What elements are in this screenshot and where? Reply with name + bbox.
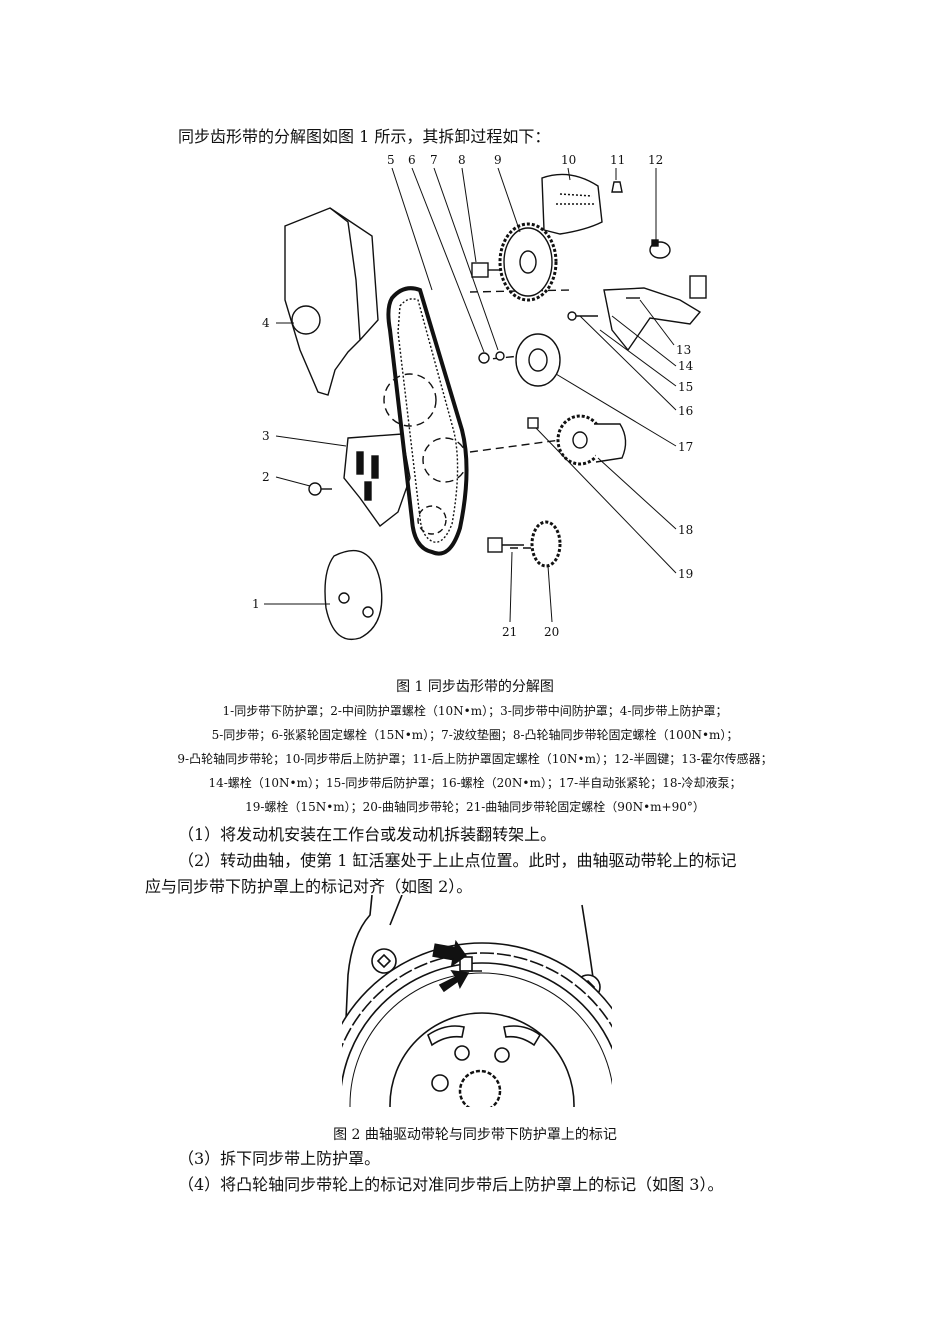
- fig1-label-14: 14: [678, 359, 694, 373]
- fig1-label-18: 18: [678, 523, 693, 537]
- fig1-label-6: 6: [408, 153, 416, 167]
- step-2: （2）转动曲轴，使第 1 缸活塞处于上止点位置。此时，曲轴驱动带轮上的标记: [178, 851, 737, 870]
- fig1-label-8: 8: [458, 153, 466, 167]
- figure2-caption: 图 2 曲轴驱动带轮与同步带下防护罩上的标记: [333, 1127, 617, 1143]
- fig1-label-5: 5: [387, 153, 395, 167]
- fig1-label-7: 7: [430, 153, 438, 167]
- fig1-label-1: 1: [252, 597, 260, 611]
- fig1-label-17: 17: [678, 440, 693, 454]
- figure1-legend-line: 1-同步带下防护罩；2-中间防护罩螺栓（10N•m）；3-同步带中间防护罩；4-…: [222, 704, 728, 718]
- fig1-label-12: 12: [648, 153, 663, 167]
- fig1-label-15: 15: [678, 380, 693, 394]
- fig1-label-2: 2: [262, 470, 270, 484]
- fig1-label-19: 19: [678, 567, 693, 581]
- figure1-exploded-diagram: 1 2 3 4 5 6 7 8 9 10 11 12 13 14 15 16 1…: [252, 153, 707, 640]
- figure1-caption: 图 1 同步齿形带的分解图: [396, 679, 554, 695]
- fig1-label-21: 21: [502, 625, 517, 639]
- figure1-legend-line: 5-同步带；6-张紧轮固定螺栓（15N•m）；7-波纹垫圈；8-凸轮轴同步带轮固…: [211, 728, 739, 742]
- step-2-continued: 应与同步带下防护罩上的标记对齐（如图 2）。: [145, 877, 473, 896]
- figure1-legend-line: 9-凸轮轴同步带轮；10-同步带后上防护罩；11-后上防护罩固定螺栓（10N•m…: [177, 752, 773, 766]
- fig1-label-20: 20: [544, 625, 559, 639]
- step-3: （3）拆下同步带上防护罩。: [178, 1149, 381, 1168]
- figure1-legend-line: 14-螺栓（10N•m）；15-同步带后防护罩；16-螺栓（20N•m）；17-…: [208, 776, 742, 790]
- intro-paragraph: 同步齿形带的分解图如图 1 所示，其拆卸过程如下：: [178, 127, 551, 146]
- fig1-label-3: 3: [262, 429, 270, 443]
- figure1-legend-line: 19-螺栓（15N•m）；20-曲轴同步带轮；21-曲轴同步带轮固定螺栓（90N…: [245, 800, 705, 814]
- fig1-label-9: 9: [494, 153, 502, 167]
- fig1-label-16: 16: [678, 404, 693, 418]
- fig1-label-4: 4: [262, 316, 270, 330]
- fig1-label-13: 13: [676, 343, 691, 357]
- step-4: （4）将凸轮轴同步带轮上的标记对准同步带后上防护罩上的标记（如图 3）。: [178, 1175, 724, 1194]
- fig1-label-10: 10: [561, 153, 576, 167]
- fig1-label-11: 11: [610, 153, 625, 167]
- figure2-pulley-diagram: [342, 895, 612, 1107]
- step-1: （1）将发动机安装在工作台或发动机拆装翻转架上。: [178, 825, 557, 844]
